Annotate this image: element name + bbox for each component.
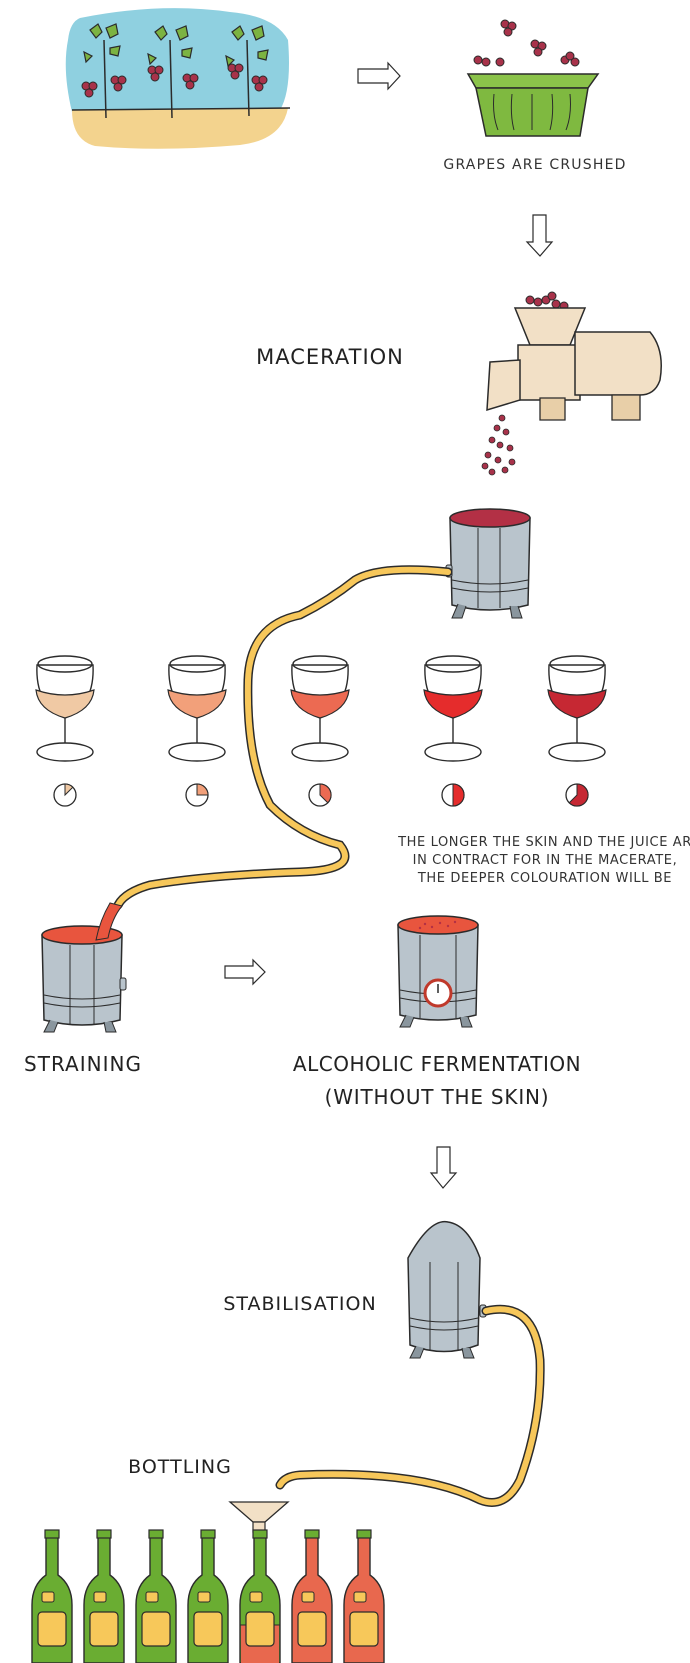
timer-clock-icon [309,784,331,806]
glass-5 [548,656,606,761]
timer-clock-icon [566,784,588,806]
stabilisation-tank-illustration [408,1222,486,1358]
wine-glasses-row [36,656,606,806]
colour-note-line2: IN CONTRACT FOR IN THE MACERATE, [413,853,678,868]
wine-bottle [292,1530,332,1663]
step-straining-label: STRAINING [24,1052,142,1076]
step-fermentation-sublabel: (WITHOUT THE SKIN) [325,1085,550,1109]
glass-2 [168,656,226,761]
glass-3 [291,656,349,761]
wine-bottle [136,1530,176,1663]
step-maceration-label: MACERATION [256,345,404,369]
colour-note-line3: THE DEEPER COLOURATION WILL BE [417,871,672,886]
funnel-illustration [230,1502,288,1532]
timer-clock-icon [442,784,464,806]
wine-bottle [188,1530,228,1663]
bottles-row [32,1530,384,1663]
crusher-illustration [482,292,661,475]
grape-basket-illustration [468,20,598,136]
straining-tank-illustration [42,903,126,1032]
step-bottling-label: BOTTLING [128,1456,232,1478]
step-crushed-label: GRAPES ARE CRUSHED [443,157,626,173]
step-fermentation-label: ALCOHOLIC FERMENTATION [293,1052,581,1076]
wine-bottle [240,1530,280,1663]
vineyard-illustration [66,8,290,149]
colour-note-line1: THE LONGER THE SKIN AND THE JUICE AR [397,835,690,850]
glass-1 [36,656,94,761]
maceration-tank-illustration [446,509,530,618]
wine-bottle [32,1530,72,1663]
arrow-down-icon [527,215,552,256]
timer-clock-icon [54,784,76,806]
timer-clock-icon [186,784,208,806]
step-stabilisation-label: STABILISATION [223,1293,376,1315]
fermentation-tank-illustration [398,916,478,1027]
arrow-right-icon [225,960,265,984]
glass-4 [424,656,482,761]
arrow-right-icon [358,63,400,89]
wine-bottle [84,1530,124,1663]
arrow-down-icon [431,1147,456,1188]
wine-bottle [344,1530,384,1663]
